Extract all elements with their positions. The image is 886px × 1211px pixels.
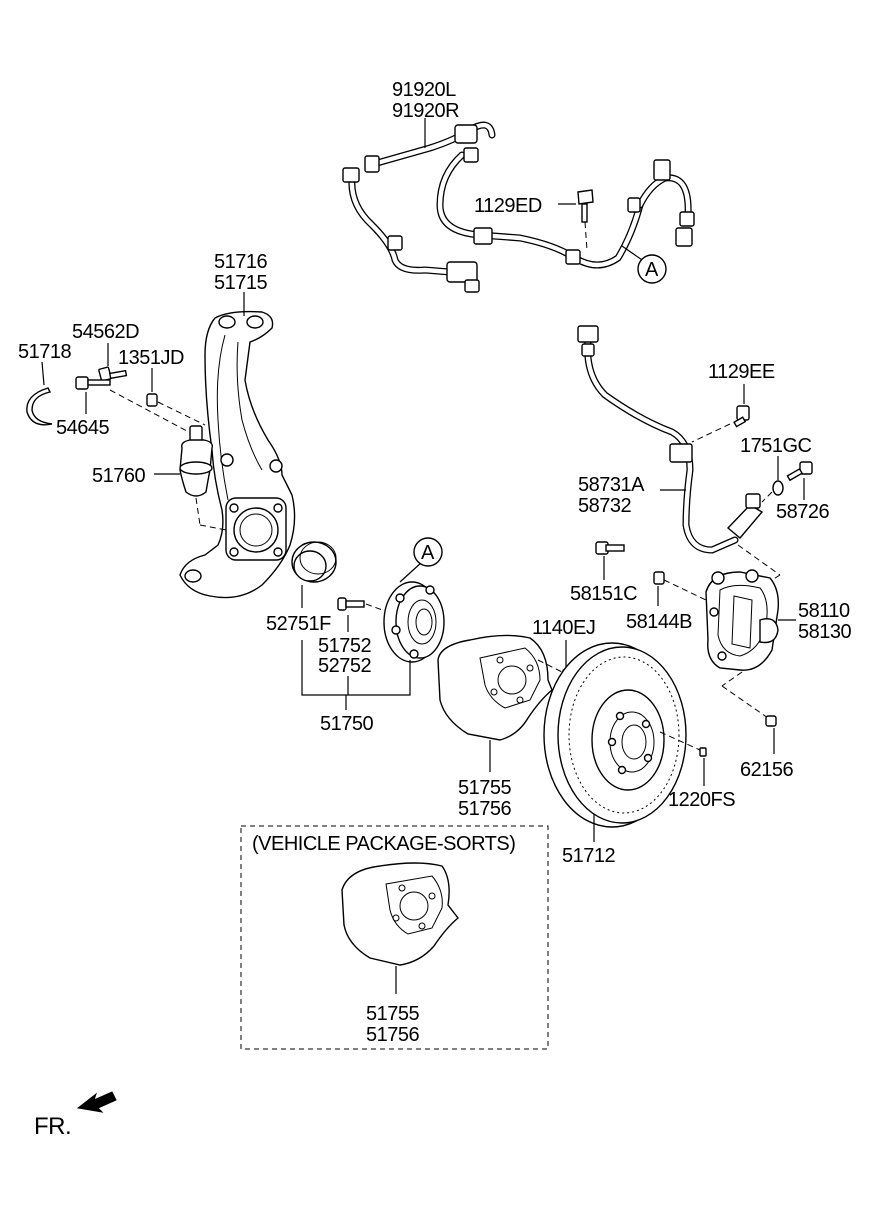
bleeder-58144B xyxy=(653,571,665,585)
label-58151C: 58151C xyxy=(570,583,637,605)
bolt-58726 xyxy=(786,461,813,482)
label-1140EJ: 1140EJ xyxy=(532,617,595,639)
label-ref-a-hub: A xyxy=(421,542,435,564)
brake-hose xyxy=(577,325,764,554)
bolt-1129ED xyxy=(577,189,594,223)
label-51750: 51750 xyxy=(320,713,373,735)
nut-1351JD xyxy=(146,393,158,407)
label-1129ED: 1129ED xyxy=(474,195,542,217)
label-51715: 51715 xyxy=(214,272,267,294)
front-direction-arrow-icon xyxy=(76,1091,117,1113)
snap-ring-51718 xyxy=(26,387,53,426)
label-58110: 58110 xyxy=(798,600,850,622)
label-51712: 51712 xyxy=(562,845,615,867)
bracket-51750 xyxy=(301,640,411,696)
hub-bearing-assembly xyxy=(383,581,445,663)
dust-shield xyxy=(437,634,553,741)
label-1220FS: 1220FS xyxy=(668,789,735,811)
ball-joint-51760 xyxy=(179,425,214,497)
label-52751F: 52751F xyxy=(266,613,331,635)
dust-shield-package xyxy=(341,862,459,966)
label-51752: 51752 xyxy=(318,635,371,657)
brake-disc-51712 xyxy=(543,642,687,828)
label-51716: 51716 xyxy=(214,251,267,273)
reference-a-circle-hub xyxy=(413,537,443,567)
brake-caliper-58110 xyxy=(705,569,780,671)
label-58144B: 58144B xyxy=(626,611,692,633)
label-51755-package: 51755 xyxy=(366,1003,419,1025)
dust-cover-52751F xyxy=(291,541,337,583)
bolt-54562D xyxy=(98,366,128,382)
screw-1220FS xyxy=(699,747,707,757)
bolt-62156 xyxy=(765,715,777,727)
reference-a-circle-top xyxy=(637,254,667,284)
bolt-1129EE xyxy=(733,405,750,428)
steering-knuckle xyxy=(179,310,296,599)
label-54645: 54645 xyxy=(56,417,109,439)
label-ref-a-top: A xyxy=(645,259,659,281)
label-51718: 51718 xyxy=(18,341,71,363)
label-51755-main: 51755 xyxy=(458,777,511,799)
label-51756-main: 51756 xyxy=(458,798,511,820)
label-1129EE: 1129EE xyxy=(708,361,775,383)
label-52752: 52752 xyxy=(318,655,371,677)
label-front: FR. xyxy=(34,1113,71,1140)
wheel-bolt-51752 xyxy=(337,597,365,611)
label-91920R: 91920R xyxy=(392,100,459,122)
label-62156: 62156 xyxy=(740,759,793,781)
vehicle-package-box xyxy=(240,825,549,1050)
label-51756-package: 51756 xyxy=(366,1024,419,1046)
label-91920L: 91920L xyxy=(392,79,456,101)
bolt-54645 xyxy=(75,376,111,390)
label-58731A: 58731A xyxy=(578,474,645,496)
label-51760: 51760 xyxy=(92,465,145,487)
label-54562D: 54562D xyxy=(72,321,139,343)
wheel-speed-sensor-harness xyxy=(342,121,695,293)
label-58732: 58732 xyxy=(578,495,631,517)
label-58130: 58130 xyxy=(798,621,851,643)
label-1751GC: 1751GC xyxy=(740,435,812,457)
washer-1751GC xyxy=(772,480,784,496)
bolt-58151C xyxy=(595,541,625,555)
label-vehicle-package: (VEHICLE PACKAGE-SORTS) xyxy=(252,833,515,855)
label-1351JD: 1351JD xyxy=(118,347,184,369)
label-58726: 58726 xyxy=(776,501,829,523)
